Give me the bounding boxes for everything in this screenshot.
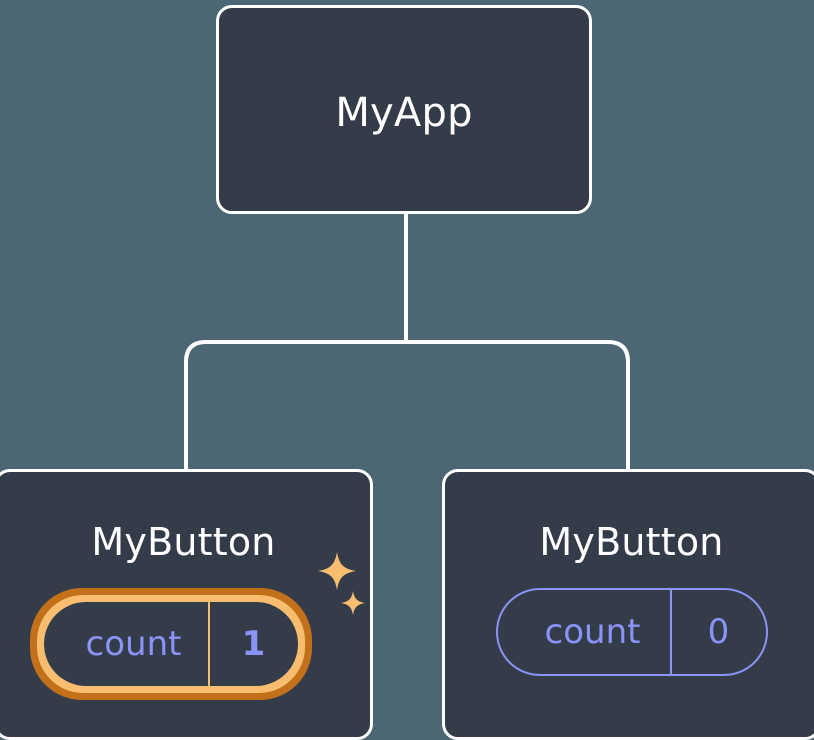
state-pill-right-key: count (544, 612, 641, 652)
node-mybutton-right-label: MyButton (539, 520, 724, 564)
node-myapp-label: MyApp (335, 90, 473, 136)
state-pill-right-wrap: count 0 (445, 588, 814, 676)
connector-branch-bar (184, 340, 630, 470)
state-pill-left-wrap: count 1 (0, 588, 370, 700)
state-pill-left[interactable]: count 1 (43, 602, 298, 686)
node-mybutton-left-label: MyButton (91, 520, 276, 564)
state-pill-left-highlight-ring: count 1 (29, 588, 312, 700)
state-pill-left-highlight-inner-ring: count 1 (36, 595, 305, 693)
node-mybutton-right[interactable]: MyButton count 0 (442, 469, 814, 740)
state-pill-right-value: 0 (669, 590, 766, 674)
state-pill-right[interactable]: count 0 (495, 588, 768, 676)
state-pill-left-key: count (85, 624, 182, 664)
node-mybutton-left[interactable]: MyButton count 1 (0, 469, 373, 740)
state-pill-left-value: 1 (207, 602, 298, 686)
node-myapp[interactable]: MyApp (216, 5, 592, 214)
